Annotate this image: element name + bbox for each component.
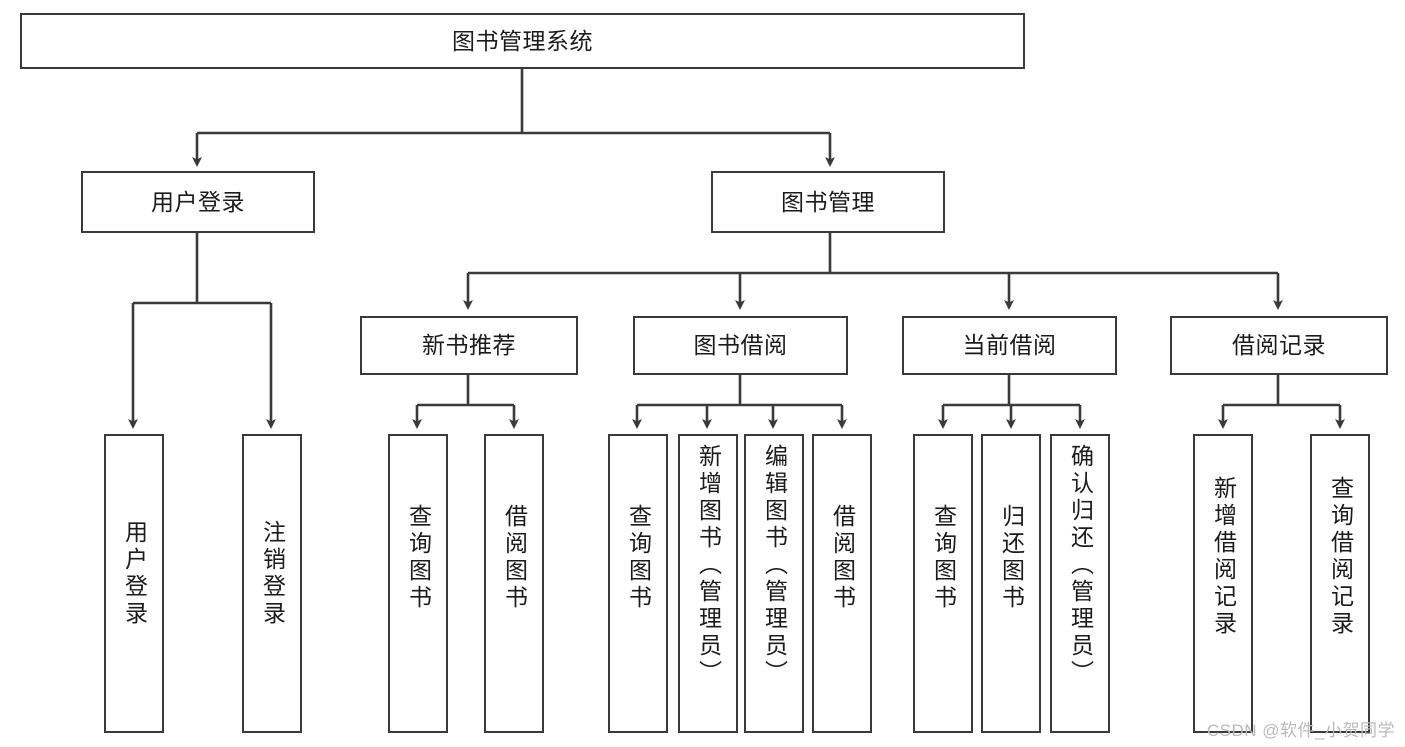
leaf-edit-book-admin[interactable]: 编辑图书（管理员） xyxy=(744,434,804,733)
leaf-add-book-admin[interactable]: 新增图书（管理员） xyxy=(678,434,738,733)
node-root[interactable]: 图书管理系统 xyxy=(20,13,1025,69)
leaf-edit-book-admin-label: 编辑图书（管理员） xyxy=(761,444,788,687)
leaf-user-login[interactable]: 用户登录 xyxy=(104,434,164,733)
node-current-borrow-label: 当前借阅 xyxy=(962,332,1057,359)
node-book-management[interactable]: 图书管理 xyxy=(711,171,945,233)
leaf-user-login-label: 用户登录 xyxy=(121,520,148,628)
node-book-management-label: 图书管理 xyxy=(781,188,875,215)
leaf-borrow-book[interactable]: 借阅图书 xyxy=(812,434,872,733)
node-book-borrow-label: 图书借阅 xyxy=(693,332,788,359)
node-new-book-recommend[interactable]: 新书推荐 xyxy=(360,316,578,375)
leaf-add-borrow-record-label: 新增借阅记录 xyxy=(1210,476,1237,638)
leaf-query-book-borrow-label: 查询图书 xyxy=(625,504,652,612)
node-borrow-record-label: 借阅记录 xyxy=(1232,332,1326,359)
leaf-logout[interactable]: 注销登录 xyxy=(242,434,302,733)
node-borrow-record[interactable]: 借阅记录 xyxy=(1170,316,1388,375)
leaf-add-book-admin-label: 新增图书（管理员） xyxy=(695,444,722,687)
leaf-logout-label: 注销登录 xyxy=(259,520,286,628)
leaf-borrow-book-recommend[interactable]: 借阅图书 xyxy=(484,434,544,733)
node-book-borrow[interactable]: 图书借阅 xyxy=(633,316,848,375)
watermark: CSDN @软件_小贺同学 xyxy=(1206,721,1395,740)
node-new-book-recommend-label: 新书推荐 xyxy=(422,332,516,359)
leaf-borrow-book-recommend-label: 借阅图书 xyxy=(501,504,528,612)
leaf-return-book-label: 归还图书 xyxy=(998,504,1025,612)
leaf-query-book-recommend-label: 查询图书 xyxy=(405,504,432,612)
node-current-borrow[interactable]: 当前借阅 xyxy=(902,316,1117,375)
leaf-confirm-return-admin-label: 确认归还（管理员） xyxy=(1067,444,1094,687)
leaf-query-book-borrow[interactable]: 查询图书 xyxy=(608,434,668,733)
leaf-query-book-current[interactable]: 查询图书 xyxy=(913,434,973,733)
leaf-borrow-book-label: 借阅图书 xyxy=(829,504,856,612)
leaf-return-book[interactable]: 归还图书 xyxy=(981,434,1041,733)
node-user-login-label: 用户登录 xyxy=(151,188,245,215)
leaf-query-borrow-record[interactable]: 查询借阅记录 xyxy=(1310,434,1370,733)
node-user-login[interactable]: 用户登录 xyxy=(81,171,315,233)
leaf-query-book-recommend[interactable]: 查询图书 xyxy=(388,434,448,733)
leaf-query-book-current-label: 查询图书 xyxy=(930,504,957,612)
leaf-add-borrow-record[interactable]: 新增借阅记录 xyxy=(1193,434,1253,733)
leaf-query-borrow-record-label: 查询借阅记录 xyxy=(1327,476,1354,638)
leaf-confirm-return-admin[interactable]: 确认归还（管理员） xyxy=(1050,434,1110,733)
node-root-label: 图书管理系统 xyxy=(452,27,593,54)
